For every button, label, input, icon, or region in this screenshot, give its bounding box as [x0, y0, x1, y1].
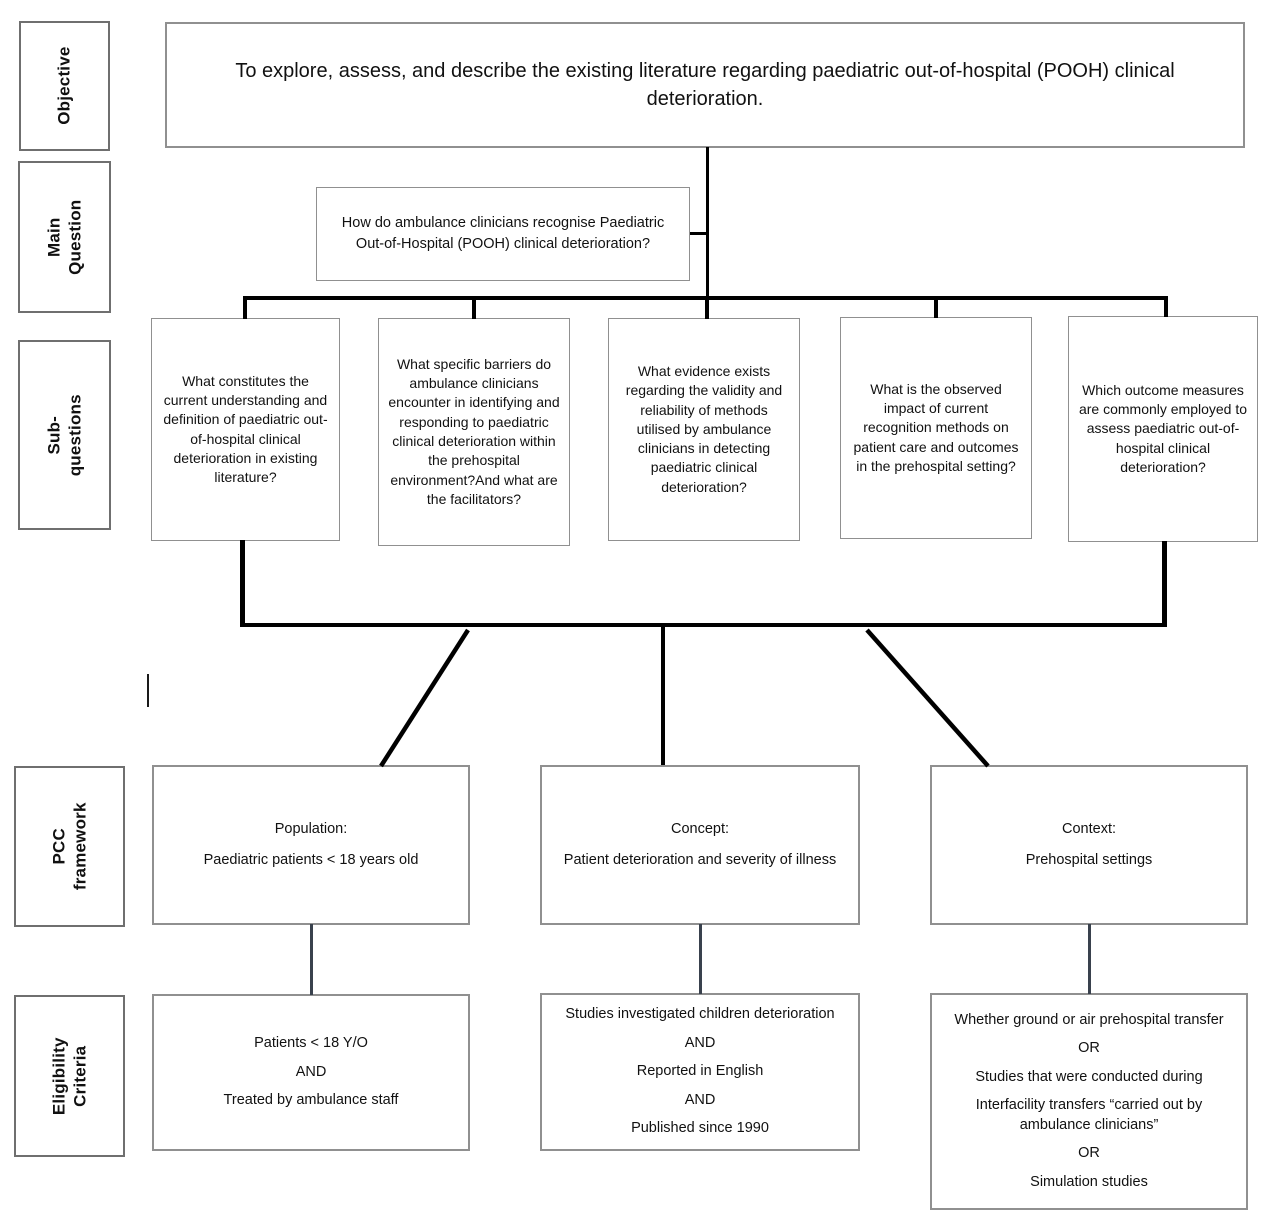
connector-diagonal-to-context [865, 628, 990, 768]
sub-question-box-1: What constitutes the current understandi… [151, 318, 340, 541]
sub-question-text-1: What constitutes the current understandi… [163, 372, 328, 486]
sub-question-text-2: What specific barriers do ambulance clin… [388, 355, 560, 507]
eligibility-line: Studies investigated children deteriorat… [565, 1006, 835, 1023]
connector-to-concept [661, 627, 665, 765]
pcc-context-box: Context: Prehospital settings [930, 765, 1248, 925]
eligibility-line: AND [295, 1063, 327, 1080]
sub-question-box-5: Which outcome measures are commonly empl… [1068, 316, 1258, 542]
pcc-concept-box: Concept: Patient deterioration and sever… [540, 765, 860, 925]
pcc-context-title: Context: [1062, 820, 1116, 837]
stray-mark [147, 674, 149, 707]
eligibility-concept-box: Studies investigated children deteriorat… [540, 993, 860, 1151]
eligibility-line: OR [1078, 1040, 1100, 1057]
connector-drop-subq2 [472, 298, 476, 319]
sub-question-text-5: Which outcome measures are commonly empl… [1078, 381, 1248, 475]
eligibility-population-box: Patients < 18 Y/O AND Treated by ambulan… [152, 994, 470, 1151]
pcc-concept-title: Concept: [670, 820, 730, 837]
eligibility-line: Simulation studies [1030, 1173, 1148, 1190]
sub-question-box-3: What evidence exists regarding the valid… [608, 318, 800, 541]
pcc-population-detail: Paediatric patients < 18 years old [203, 851, 419, 868]
connector-diagonal-to-population [379, 628, 470, 768]
eligibility-line: Treated by ambulance staff [223, 1092, 399, 1109]
main-question-row-label: Main Question [18, 161, 111, 313]
pcc-context-detail: Prehospital settings [1025, 851, 1153, 868]
connector-drop-subq5 [1164, 298, 1168, 317]
objective-box: To explore, assess, and describe the exi… [165, 22, 1245, 148]
sub-question-box-2: What specific barriers do ambulance clin… [378, 318, 570, 546]
pcc-population-title: Population: [274, 820, 348, 837]
objective-text: To explore, assess, and describe the exi… [235, 60, 1175, 110]
eligibility-line: Patients < 18 Y/O [254, 1035, 368, 1052]
eligibility-line: Reported in English [636, 1063, 764, 1080]
sub-question-text-4: What is the observed impact of current r… [853, 380, 1019, 474]
eligibility-line: Published since 1990 [631, 1120, 769, 1137]
objective-row-label: Objective [19, 21, 110, 151]
connector-drop-subq1 [243, 298, 247, 319]
main-question-text: How do ambulance clinicians recognise Pa… [341, 214, 665, 252]
eligibility-line: AND [684, 1091, 716, 1108]
eligibility-context-box: Whether ground or air prehospital transf… [930, 993, 1248, 1210]
connector-drop-subq3 [705, 298, 709, 319]
connector-main-question-tick [690, 232, 709, 235]
connector-concept-to-eligibility [699, 924, 702, 994]
eligibility-criteria-row-label-text: Eligibility Criteria [49, 1037, 90, 1115]
eligibility-line: AND [684, 1034, 716, 1051]
eligibility-line: Whether ground or air prehospital transf… [954, 1011, 1224, 1028]
main-question-row-label-text: Main Question [44, 199, 85, 275]
eligibility-line: Studies that were conducted during [975, 1068, 1203, 1085]
connector-subq5-down [1162, 541, 1167, 627]
pcc-population-box: Population: Paediatric patients < 18 yea… [152, 765, 470, 925]
sub-question-box-4: What is the observed impact of current r… [840, 317, 1032, 539]
pcc-framework-row-label-text: PCC framework [49, 802, 90, 891]
eligibility-line: OR [1078, 1145, 1100, 1162]
eligibility-line: Interfacility transfers “carried out by … [975, 1097, 1203, 1133]
sub-questions-row-label: Sub-questions [18, 340, 111, 530]
connector-subq1-down [240, 540, 245, 627]
sub-question-text-3: What evidence exists regarding the valid… [625, 362, 783, 495]
sub-questions-row-label-text: Sub-questions [44, 393, 85, 477]
objective-row-label-text: Objective [54, 46, 74, 126]
connector-population-to-eligibility [310, 924, 313, 995]
main-question-box: How do ambulance clinicians recognise Pa… [316, 187, 690, 281]
connector-collector-horizontal [240, 623, 1167, 627]
pcc-concept-detail: Patient deterioration and severity of il… [563, 851, 837, 868]
connector-objective-to-branch [706, 147, 709, 298]
pcc-framework-row-label: PCC framework [14, 766, 125, 927]
connector-context-to-eligibility [1088, 924, 1091, 994]
eligibility-criteria-row-label: Eligibility Criteria [14, 995, 125, 1157]
connector-drop-subq4 [934, 298, 938, 318]
